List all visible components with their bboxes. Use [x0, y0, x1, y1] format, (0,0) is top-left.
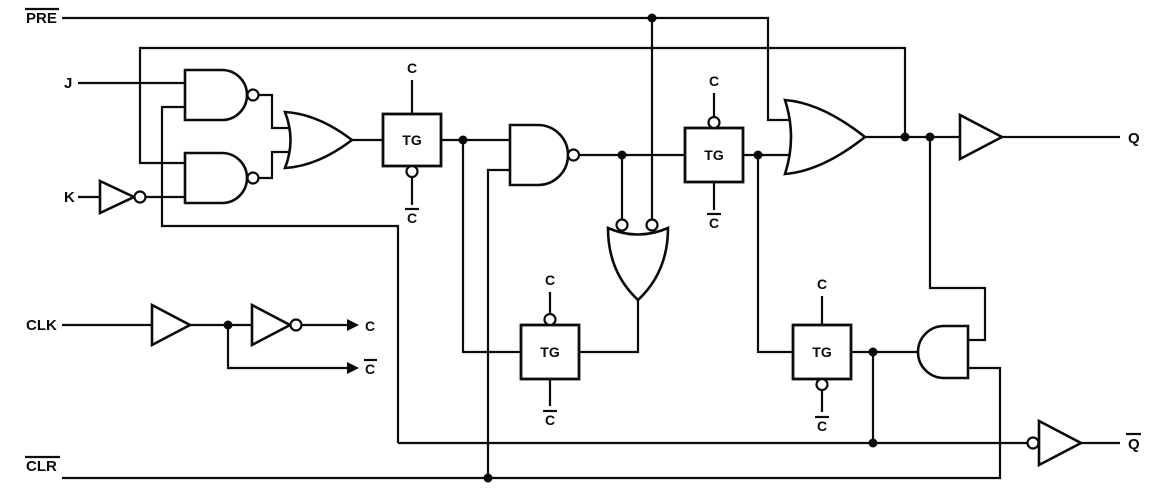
nor-preset-input-bubble-left	[615, 218, 629, 232]
tg3-cbar-label: C	[545, 412, 555, 428]
junction-dot	[868, 438, 878, 448]
pre-input-label: PRE	[26, 10, 57, 27]
cbar-net-label: C	[365, 361, 375, 377]
nand-gate-k	[183, 151, 249, 205]
tg1-cbar-bubble	[405, 164, 419, 179]
and-gate-slave	[916, 324, 970, 380]
junction-dot	[925, 132, 935, 142]
k-inverter-bubble	[133, 190, 147, 204]
nand-gate-master-bubble	[566, 148, 581, 162]
or-gate-master	[283, 110, 355, 170]
j-input-label: J	[64, 75, 72, 92]
tg2-cbar-label: C	[709, 215, 719, 231]
nand-gate-k-bubble	[246, 171, 260, 185]
junction-dots	[223, 13, 935, 483]
wires	[62, 16, 1120, 480]
junction-dot	[617, 150, 627, 160]
tg1-label: TG	[402, 132, 422, 148]
or-gate-output	[783, 98, 868, 176]
tg4-label: TG	[812, 344, 832, 360]
junction-dot	[868, 347, 878, 357]
tg3-c-bubble	[543, 312, 557, 327]
nand-k-out-wire	[259, 150, 294, 180]
nand-j-out-wire	[259, 93, 294, 130]
clk-buffer	[150, 302, 193, 348]
clk-inverter	[250, 302, 293, 348]
tg4-box	[791, 323, 853, 381]
clk-inverter-bubble	[289, 318, 303, 332]
c-net-label: C	[365, 318, 375, 334]
slave-loop-wire	[756, 155, 793, 354]
clr-input-label: CLR	[26, 458, 57, 475]
transmission-gates: TG TG TG TG	[381, 112, 853, 392]
gates	[98, 68, 1084, 468]
cbar-out-wire	[226, 325, 347, 370]
clk-input-label: CLK	[26, 317, 57, 334]
qbar-inverter-bubble	[1026, 436, 1040, 450]
tg2-box	[683, 126, 745, 184]
junction-dot	[483, 473, 493, 483]
nand-gate-j	[183, 68, 249, 122]
q-output-label: Q	[1128, 130, 1140, 147]
tg1-box	[381, 112, 443, 168]
nand-gate-j-bubble	[246, 88, 260, 102]
pre-rail-wire	[62, 16, 796, 122]
clr-rail-wire	[62, 366, 1002, 480]
cbar-arrow	[347, 362, 359, 374]
junction-dot	[223, 320, 233, 330]
nor-preset-out-wire	[579, 300, 640, 354]
tg1-c-label: C	[407, 60, 417, 76]
tg3-label: TG	[540, 344, 560, 360]
junction-dot	[458, 135, 468, 145]
qbar-inverter	[1037, 418, 1084, 468]
c-arrow	[347, 319, 359, 331]
tg4-c-label: C	[817, 276, 827, 292]
nand-master-clr-wire	[486, 168, 510, 478]
master-loop-wire	[461, 140, 521, 354]
clock-arrows	[347, 319, 359, 374]
q-feedback-wire	[138, 46, 907, 165]
tg2-c-bubble	[707, 115, 721, 130]
tg1-cbar-label: C	[407, 210, 417, 226]
qbar-feedback-wire	[160, 105, 400, 443]
nor-gate-preset	[606, 226, 670, 302]
nand-gate-master	[508, 123, 570, 187]
tg2-label: TG	[704, 147, 724, 163]
q-to-and-wire	[928, 137, 987, 342]
nor-preset-input-bubble-right	[645, 218, 659, 232]
q-buffer	[958, 112, 1005, 162]
tg4-cbar-label: C	[817, 418, 827, 434]
qbar-output-label: Q	[1128, 436, 1140, 453]
k-inverter	[98, 178, 138, 216]
junction-dot	[647, 13, 657, 23]
tg3-c-label: C	[545, 272, 555, 288]
junction-dot	[753, 150, 763, 160]
tg4-cbar-bubble	[815, 377, 829, 392]
k-input-label: K	[64, 189, 75, 206]
signal-labels: PRE J K CLK CLR Q Q C C C C C C C C C C	[25, 7, 1141, 475]
junction-dot	[900, 132, 910, 142]
tg2-c-label: C	[709, 73, 719, 89]
